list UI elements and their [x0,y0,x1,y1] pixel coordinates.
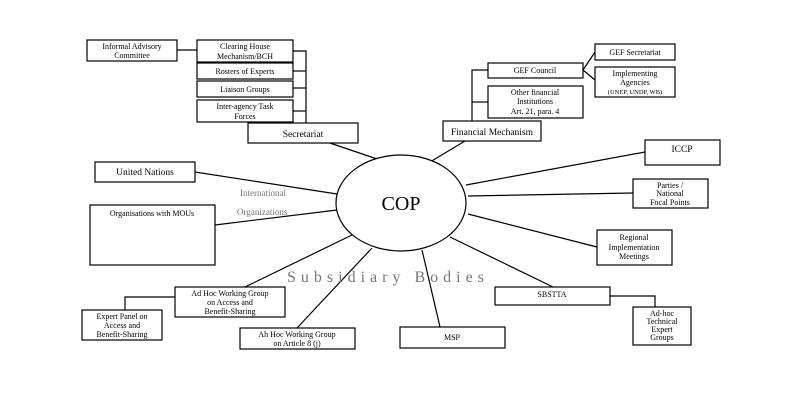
box-text: GEF Secretariat [609,48,661,57]
gef-secretariat-box[interactable]: GEF Secretariat [594,43,676,61]
box-text: Expert [651,325,673,334]
box-text: SBSTTA [537,290,566,299]
informal-advisory-committee-box[interactable]: Informal Advisory Committee [86,39,178,62]
regional-implementation-meetings-box[interactable]: Regional Implementation Meetings [596,229,673,266]
box-text: Liaison Groups [220,85,270,94]
organizations-label: Organizations [237,207,288,217]
box-text: Agencies [620,78,650,87]
box-text: National [656,189,684,198]
subsidiary-bodies-label: Subsidiary Bodies [287,269,489,286]
box-text: Benefit-Sharing [96,330,147,339]
box-text: Forces [234,112,255,121]
international-label: International [240,188,286,198]
box-text: MSP [444,333,461,342]
organisations-with-mous-box[interactable]: Organisations with MOUs [89,204,216,266]
box-text: Technical [647,317,679,326]
inter-agency-task-forces-box[interactable]: Inter-agency Task Forces [196,99,294,123]
gef-council-box[interactable]: GEF Council [487,62,584,79]
box-text: Ah Hoc Working Group [258,330,335,339]
box-text: Inter-agency Task [216,102,273,111]
box-text: Regional [620,233,650,242]
adhoc-technical-expert-groups-box[interactable]: Ad-hoc Technical Expert Groups [632,306,692,346]
rosters-of-experts-box[interactable]: Rosters of Experts [196,62,294,80]
box-text: Implementation [609,243,660,252]
msp-box[interactable]: MSP [399,326,506,349]
liaison-groups-box[interactable]: Liaison Groups [196,80,294,98]
box-text: on Access and [207,298,253,307]
box-text: Financial Mechanism [451,128,534,138]
sbstta-box[interactable]: SBSTTA [494,286,611,306]
box-text: Secretariat [283,130,324,140]
cop-node[interactable]: COP [335,154,467,252]
expert-panel-abs-box[interactable]: Expert Panel on Access and Benefit-Shari… [81,309,163,341]
box-text: Parties / [657,181,684,190]
cop-label: COP [382,193,421,215]
box-text: Art. 21, para. 4 [511,107,559,116]
box-text: GEF Council [514,66,557,75]
box-text: Organisations with MOUs [110,209,194,218]
abs-working-group-box[interactable]: Ad Hoc Working Group on Access and Benef… [174,286,286,318]
box-text: Committee [114,51,150,60]
united-nations-box[interactable]: United Nations [94,161,196,183]
other-financial-institutions-box[interactable]: Other financial Institutions Art. 21, pa… [487,85,584,119]
box-text: (UNEP, UNDP, WB) [608,89,662,96]
parties-national-focal-points-box[interactable]: Parties / National Focal Points [632,178,709,209]
box-text: Focal Points [650,198,690,207]
box-text: United Nations [116,168,174,178]
box-text: Other financial [511,88,560,97]
box-text: on Article 8 (j) [273,339,321,348]
box-text: Benefit-Sharing [204,307,255,316]
box-text: Implementing [613,69,658,78]
implementing-agencies-box[interactable]: Implementing Agencies (UNEP, UNDP, WB) [594,66,676,98]
box-text: Rosters of Experts [215,67,274,76]
box-text: Meetings [619,252,649,261]
connectors [124,49,656,329]
secretariat-box[interactable]: Secretariat [247,122,359,144]
box-text: Informal Advisory [102,42,161,51]
box-text: Ad-hoc [650,309,674,318]
iccp-box[interactable]: ICCP [644,139,721,166]
box-text: Ad Hoc Working Group [191,289,268,298]
box-text: ICCP [671,145,692,155]
article-8j-working-group-box[interactable]: Ah Hoc Working Group on Article 8 (j) [239,327,356,350]
box-text: Institutions [517,97,553,106]
box-text: Mechanism/BCH [217,52,273,61]
box-text: Access and [104,321,140,330]
box-text: Expert Panel on [96,312,147,321]
clearing-house-box[interactable]: Clearing House Mechanism/BCH [196,39,294,63]
financial-mechanism-box[interactable]: Financial Mechanism [442,120,542,142]
box-text: Groups [650,333,674,342]
box-text: Clearing House [220,42,270,51]
